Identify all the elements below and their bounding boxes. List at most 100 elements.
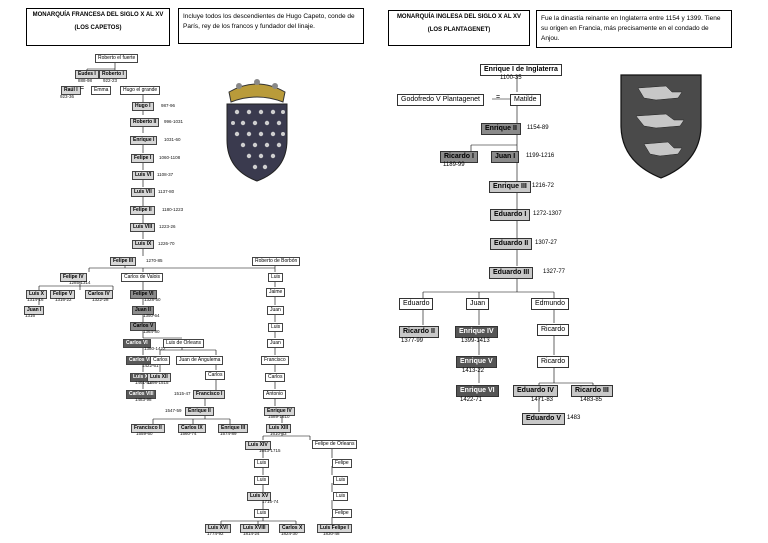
node-enrique-i: Enrique I bbox=[130, 136, 158, 145]
node-emma: Emma bbox=[91, 86, 112, 95]
year-eudes-i: 888-98 bbox=[78, 78, 93, 83]
node-enrique-i-de-inglaterra: Enrique I de Inglaterra bbox=[480, 64, 562, 76]
node-roberto-de-borbon: Roberto de Borbón bbox=[252, 257, 301, 266]
year-eduardo-iii: 1327-77 bbox=[543, 269, 566, 275]
node-luis-xviii: Luis XVIII bbox=[240, 524, 269, 533]
year-francisco-ii: 1559-60 bbox=[136, 431, 153, 436]
node-felipe-v: Felipe V bbox=[50, 290, 76, 299]
node-enrique-iv-fr: Enrique IV bbox=[264, 407, 295, 416]
node-eduardo-ii: Eduardo II bbox=[490, 238, 533, 250]
node-borbon-francisco: Francisco bbox=[261, 356, 289, 365]
node-matilde: Matilde bbox=[510, 94, 541, 106]
node-raul-i: Raúl I bbox=[61, 86, 81, 95]
node-borbon-juan-2: Juan bbox=[267, 339, 284, 348]
node-juan-en: Juan bbox=[466, 298, 490, 310]
node-luis-xii: Luis XII bbox=[147, 373, 171, 382]
french-subtitle: (LOS CAPETOS) bbox=[74, 25, 122, 31]
english-title-box: MONARQUÍA INGLESA DEL SIGLO X AL XV (LOS… bbox=[388, 10, 530, 46]
node-roberto-el-fuerte: Roberto el fuerte bbox=[95, 54, 139, 63]
year-felipe-iii: 1270-85 bbox=[146, 258, 163, 263]
node-ricardo-ii: Ricardo II bbox=[399, 326, 439, 338]
year-felipe-v: 1316-22 bbox=[55, 297, 72, 302]
french-coat-of-arms-icon bbox=[226, 79, 288, 182]
english-coat-of-arms-icon bbox=[620, 74, 702, 179]
node-enrique-v-en: Enrique V bbox=[456, 356, 497, 368]
year-carlos-x: 1824-30 bbox=[281, 531, 298, 536]
year-hugo-i: 987-96 bbox=[161, 103, 176, 108]
node-luis-c: Luis bbox=[254, 509, 270, 518]
year-roberto-i: 922-23 bbox=[103, 78, 118, 83]
year-enrique-iv-en: 1399-1413 bbox=[461, 338, 490, 344]
english-info-box: Fue la dinastía reinante en Inglaterra e… bbox=[536, 10, 732, 48]
node-carlos-v: Carlos V bbox=[130, 322, 157, 331]
year-luis-xiv: 1643-1715 bbox=[259, 448, 281, 453]
node-carlos-vi: Carlos VI bbox=[123, 339, 151, 348]
node-borbon-antonio: Antonio bbox=[263, 390, 286, 399]
node-eduardo: Eduardo bbox=[399, 298, 434, 310]
year-enrique-iv-fr: 1589-1610 bbox=[268, 414, 290, 419]
node-borbon-luis: Luis bbox=[268, 273, 284, 282]
node-juan-i-en: Juan I bbox=[491, 151, 520, 163]
year-luis-x: 1314-16 bbox=[27, 297, 44, 302]
year-luis-vi: 1108-37 bbox=[157, 172, 174, 177]
node-luis-xv: Luis XV bbox=[247, 492, 272, 501]
node-borbon-carlos: Carlos bbox=[265, 373, 286, 382]
node-luis-xiii: Luis XIII bbox=[266, 424, 292, 433]
english-title: MONARQUÍA INGLESA DEL SIGLO X AL XV bbox=[396, 14, 522, 20]
year-eduardo-iv-en: 1471-83 bbox=[531, 397, 554, 403]
node-luis-vi: Luis VI bbox=[132, 171, 155, 180]
node-edmundo: Edmundo bbox=[531, 298, 569, 310]
node-borbon-jaime: Jaime bbox=[266, 288, 286, 297]
node-borbon-juan: Juan bbox=[267, 306, 284, 315]
year-carlos-vii: 1422-61 bbox=[142, 363, 159, 368]
node-luis-b: Luis bbox=[254, 476, 270, 485]
year-carlos-ix: 1560-74 bbox=[180, 431, 197, 436]
node-orleans-luis: Luis bbox=[333, 476, 349, 485]
node-borbon-luis-2: Luis bbox=[268, 323, 284, 332]
node-felipe-i: Felipe I bbox=[131, 154, 155, 163]
node-eduardo-iv-en: Eduardo IV bbox=[513, 385, 558, 397]
node-luis-a: Luis bbox=[254, 459, 270, 468]
node-eudes-i: Eudes I bbox=[75, 70, 99, 79]
node-carlos-viii: Carlos VIII bbox=[126, 390, 157, 399]
year-felipe-vi: 1328-50 bbox=[144, 297, 161, 302]
year-roberto-ii: 996-1031 bbox=[164, 119, 184, 124]
node-luis-xiv: Luis XIV bbox=[245, 441, 271, 450]
node-carlos-x: Carlos X bbox=[279, 524, 306, 533]
node-luis-xvi: Luis XVI bbox=[205, 524, 231, 533]
node-ricardo-iii-en: Ricardo III bbox=[571, 385, 613, 397]
node-orleans-felipe-2: Felipe bbox=[332, 509, 352, 518]
year-juan-i-en: 1199-1216 bbox=[526, 153, 555, 159]
node-godofredo-v-plantagenet: Godofredo V Plantagenet bbox=[397, 94, 485, 106]
french-title: MONARQUÍA FRANCESA DEL SIGLO X AL XV bbox=[32, 12, 164, 18]
year-enrique-i: 1031-60 bbox=[164, 137, 181, 142]
marriage-sign: = bbox=[80, 85, 85, 92]
node-felipe-ii: Felipe II bbox=[130, 206, 155, 215]
node-roberto-ii: Roberto II bbox=[130, 118, 160, 127]
year-carlos-v: 1364-80 bbox=[143, 329, 160, 334]
year-enrique-ii: 1547-59 bbox=[165, 408, 182, 413]
node-enrique-iii-en: Enrique III bbox=[489, 181, 531, 193]
node-francisco-i: Francisco I bbox=[193, 390, 226, 399]
french-info-box: Incluye todos los descendientes de Hugo … bbox=[178, 8, 364, 44]
node-carlos-orleans: Carlos bbox=[150, 356, 171, 365]
year-enrique-iii-en: 1216-72 bbox=[532, 183, 555, 189]
french-title-box: MONARQUÍA FRANCESA DEL SIGLO X AL XV (LO… bbox=[26, 8, 170, 46]
year-eduardo-ii: 1307-27 bbox=[535, 240, 558, 246]
year-luis-xviii: 1814-24 bbox=[243, 531, 260, 536]
node-hugo-el-grande: Hugo el grande bbox=[120, 86, 161, 95]
node-felipe-iv: Felipe IV bbox=[60, 273, 87, 282]
year-ricardo-iii-en: 1483-85 bbox=[580, 397, 603, 403]
node-francisco-ii: Francisco II bbox=[131, 424, 165, 433]
node-carlos-iv: Carlos IV bbox=[85, 290, 113, 299]
node-luis-felipe-i: Luis Felipe I bbox=[317, 524, 352, 533]
node-eduardo-i: Eduardo I bbox=[490, 209, 531, 221]
node-juan-de-angulema: Juan de Angulema bbox=[176, 356, 224, 365]
node-luis-x: Luis X bbox=[26, 290, 48, 299]
node-ricardo-b: Ricardo bbox=[537, 356, 570, 368]
year-felipe-i: 1060-1108 bbox=[159, 155, 181, 160]
node-enrique-vi-en: Enrique VI bbox=[456, 385, 499, 397]
year-luis-xv: 1715-74 bbox=[262, 499, 279, 504]
node-orleans-luis-2: Luis bbox=[333, 492, 349, 501]
node-luis-vii: Luis VII bbox=[131, 188, 155, 197]
